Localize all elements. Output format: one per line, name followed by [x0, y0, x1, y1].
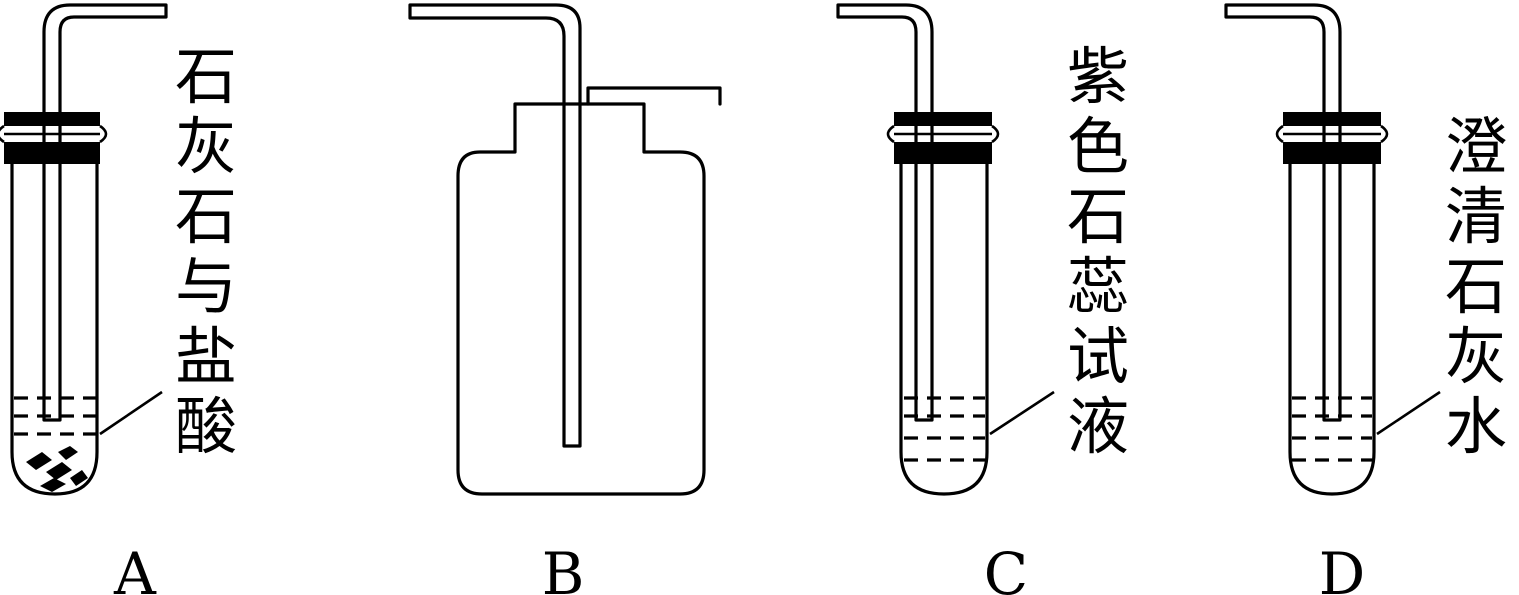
svg-text:盐: 盐	[175, 320, 237, 393]
leader-c	[989, 390, 1055, 436]
delivery-tube-d	[1224, 3, 1342, 422]
svg-text:液: 液	[1067, 390, 1129, 463]
label-a: 石 灰 石 与 盐 酸	[175, 40, 237, 463]
apparatus-d: 澄 清 石 灰 水 D	[1224, 3, 1507, 595]
svg-text:石: 石	[1445, 250, 1507, 323]
stopper-a-lower	[4, 142, 100, 164]
svg-text:与: 与	[175, 250, 237, 323]
apparatus-b: B	[408, 3, 722, 595]
svg-text:蕊: 蕊	[1067, 250, 1129, 323]
svg-text:澄: 澄	[1445, 110, 1507, 183]
svg-text:清: 清	[1445, 180, 1507, 253]
stopper-a	[4, 112, 100, 126]
svg-text:石: 石	[175, 180, 237, 253]
stopper-d-lower	[1283, 142, 1381, 164]
svg-text:灰: 灰	[175, 110, 237, 183]
letter-c: C	[984, 540, 1028, 595]
label-c: 紫 色 石 蕊 试 液	[1067, 40, 1129, 463]
label-d: 澄 清 石 灰 水	[1445, 110, 1507, 463]
bottle-b	[456, 102, 706, 496]
test-tube-a	[10, 160, 99, 496]
apparatus-a: 石 灰 石 与 盐 酸 A	[0, 3, 237, 595]
svg-text:色: 色	[1067, 110, 1129, 183]
svg-text:紫: 紫	[1067, 40, 1129, 113]
stopper-d	[1283, 112, 1381, 126]
letter-a: A	[113, 540, 157, 595]
stopper-c-lower	[894, 142, 992, 164]
letter-b: B	[542, 540, 585, 595]
delivery-tube-c	[836, 3, 934, 422]
leader-d	[1376, 390, 1441, 436]
delivery-tube-a	[42, 3, 168, 422]
short-tube-b	[586, 86, 722, 106]
svg-text:试: 试	[1067, 320, 1129, 393]
stopper-c	[894, 112, 992, 126]
svg-text:酸: 酸	[175, 390, 237, 463]
svg-text:水: 水	[1445, 390, 1507, 463]
svg-text:灰: 灰	[1445, 320, 1507, 393]
test-tube-c	[899, 160, 989, 496]
svg-text:石: 石	[175, 40, 237, 113]
letter-d: D	[1319, 540, 1366, 595]
test-tube-d	[1288, 160, 1376, 496]
svg-text:石: 石	[1067, 180, 1129, 253]
limestone-chips	[26, 446, 88, 492]
long-tube-b	[408, 3, 582, 448]
leader-a	[99, 390, 163, 436]
apparatus-c: 紫 色 石 蕊 试 液 C	[836, 3, 1129, 595]
